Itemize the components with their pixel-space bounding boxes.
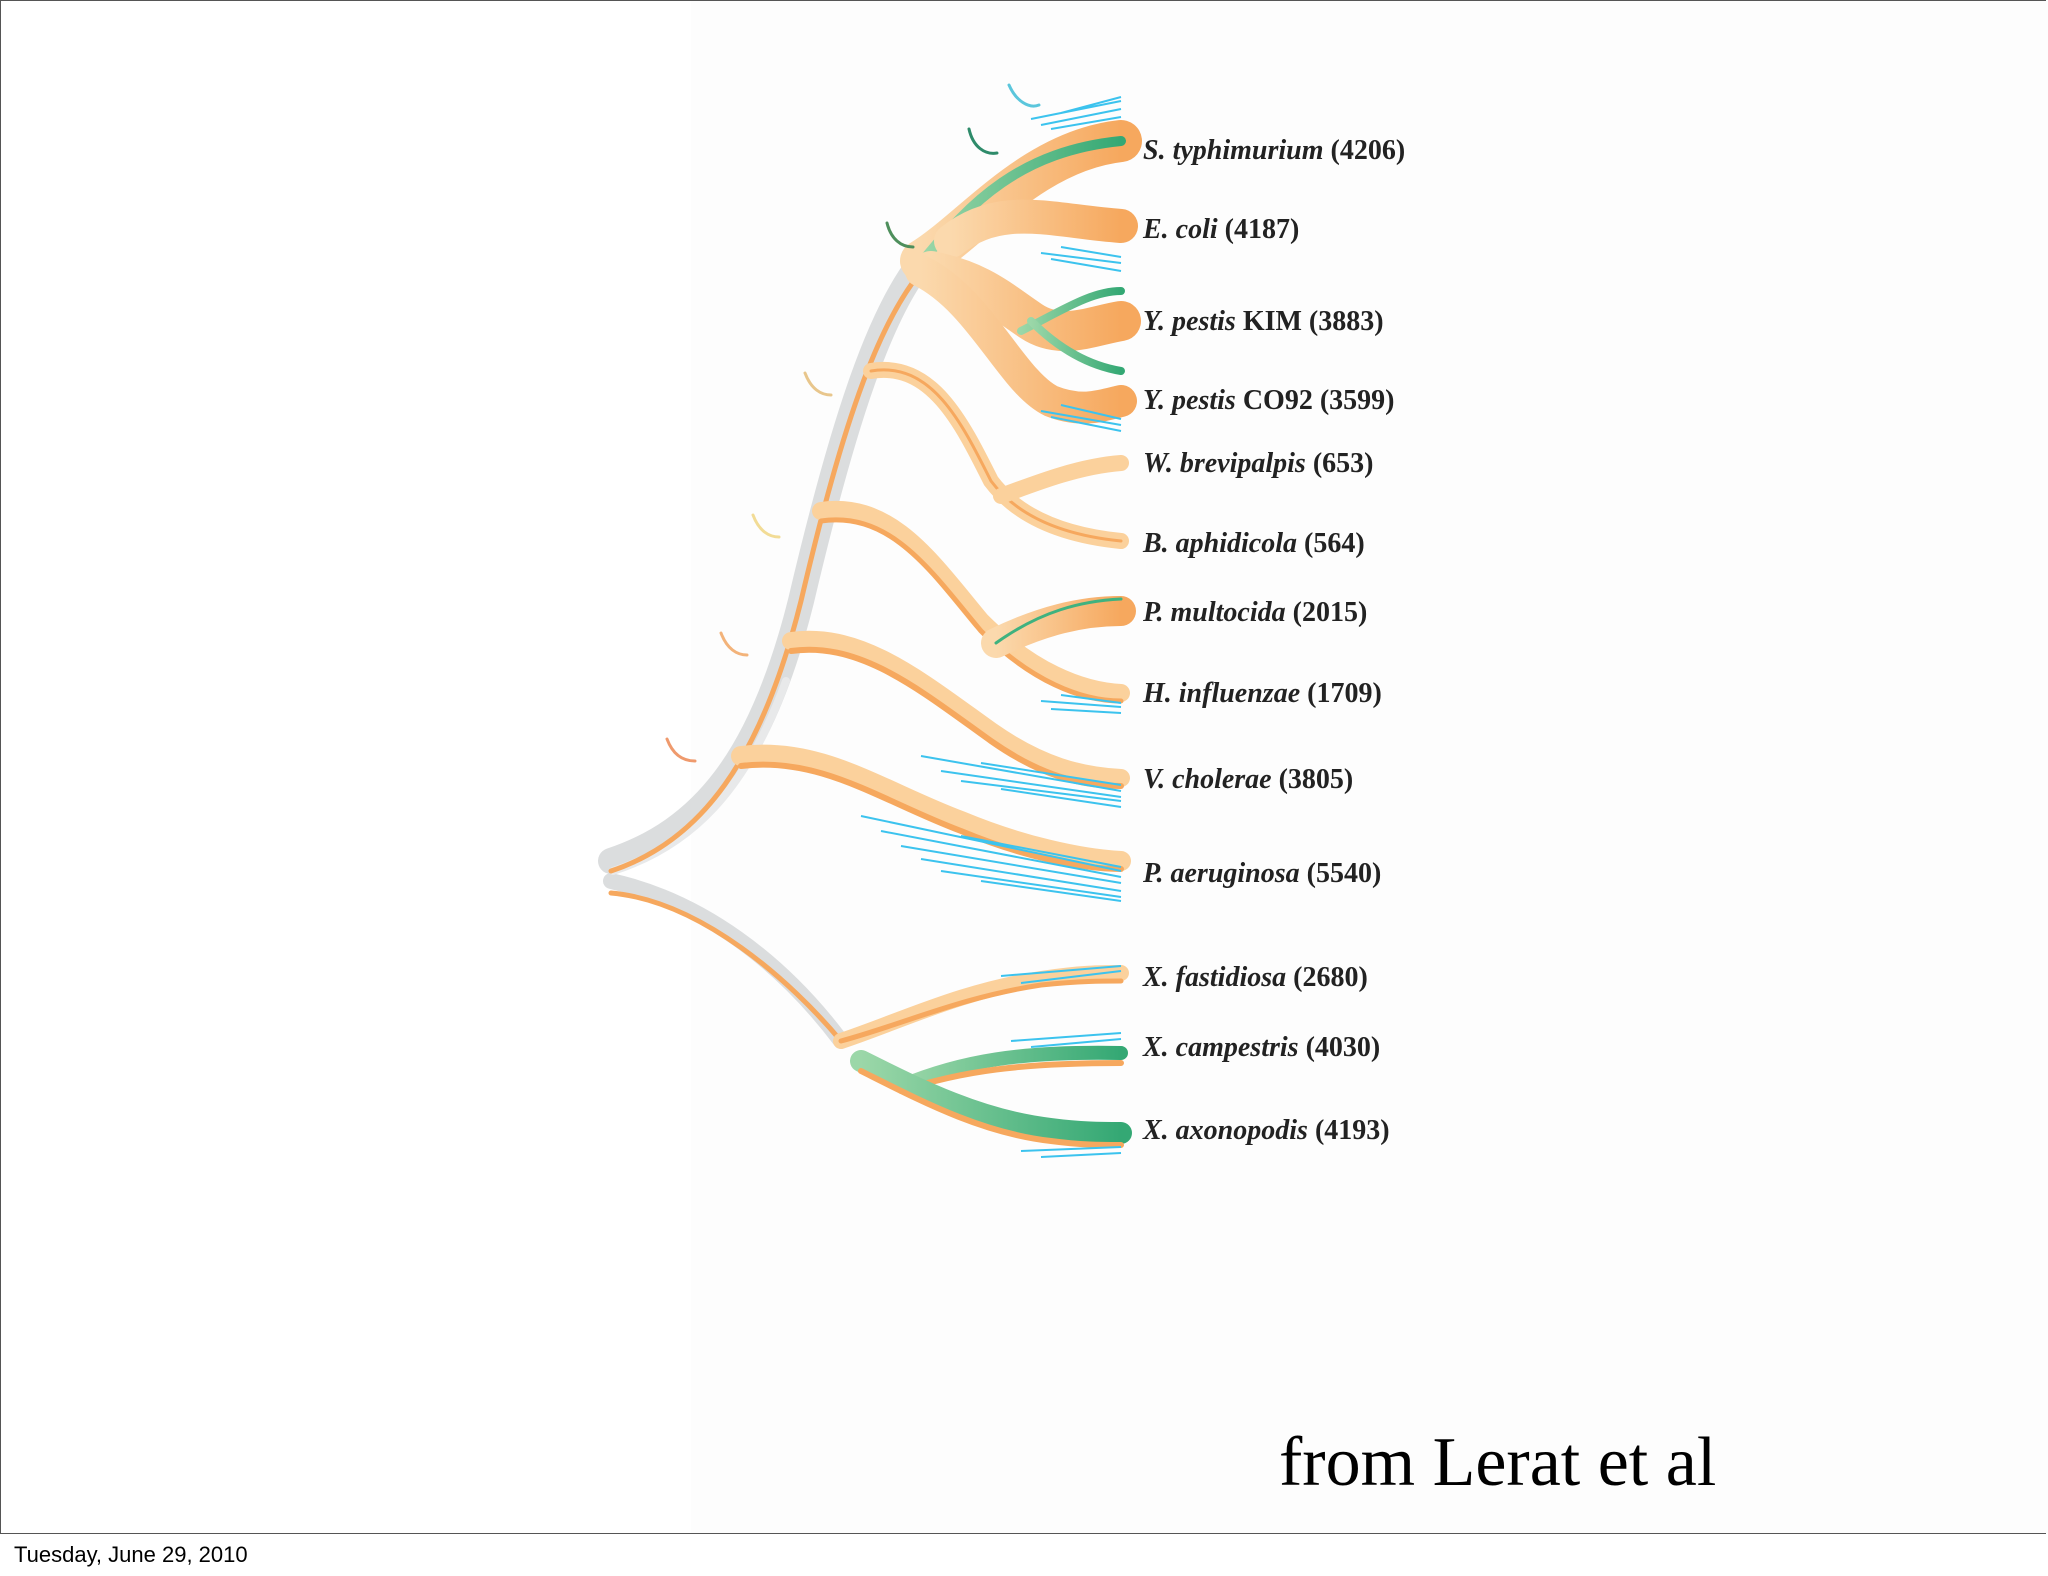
pasteurellaceae-clade <box>812 500 1136 704</box>
taxon-label: B. aphidicola (564) <box>1143 528 1365 559</box>
event-arrows <box>665 83 1041 763</box>
arrow-icon <box>665 737 697 763</box>
gene-transfer-fans <box>860 96 1122 1158</box>
taxon-label: Y. pestis KIM (3883) <box>1143 306 1384 337</box>
slide: S. typhimurium (4206) E. coli (4187) Y. … <box>0 0 2048 1534</box>
xanthomonas-clade <box>833 965 1132 1148</box>
taxon-label: X. axonopodis (4193) <box>1143 1115 1390 1146</box>
footer-date: Tuesday, June 29, 2010 <box>14 1542 248 1567</box>
endosymbiont-clade <box>863 361 1129 549</box>
phylogeny-tree <box>598 83 1142 1158</box>
citation-caption: from Lerat et al <box>1279 1424 1717 1501</box>
taxon-label: S. typhimurium (4206) <box>1143 135 1406 166</box>
enteric-clade <box>900 120 1142 424</box>
arrow-icon <box>751 513 781 539</box>
taxon-label: Y. pestis CO92 (3599) <box>1143 385 1395 416</box>
arrow-icon <box>885 221 915 249</box>
taxon-label: X. campestris (4030) <box>1143 1032 1381 1063</box>
taxon-label: V. cholerae (3805) <box>1143 764 1354 795</box>
arrow-icon <box>719 631 749 657</box>
arrow-icon <box>803 371 833 397</box>
arrow-icon <box>967 127 999 155</box>
taxon-label: W. brevipalpis (653) <box>1143 448 1374 479</box>
taxon-label: E. coli (4187) <box>1143 214 1300 245</box>
taxon-label: X. fastidiosa (2680) <box>1143 962 1368 993</box>
core-orange-backbone <box>608 248 944 1044</box>
taxon-label: P. multocida (2015) <box>1143 597 1368 628</box>
taxon-label: P. aeruginosa (5540) <box>1143 858 1382 889</box>
taxon-label: H. influenzae (1709) <box>1143 678 1382 709</box>
pseudomonas-branch <box>731 744 1131 872</box>
vibrio-branch <box>782 630 1130 789</box>
arrow-icon <box>1007 83 1041 108</box>
